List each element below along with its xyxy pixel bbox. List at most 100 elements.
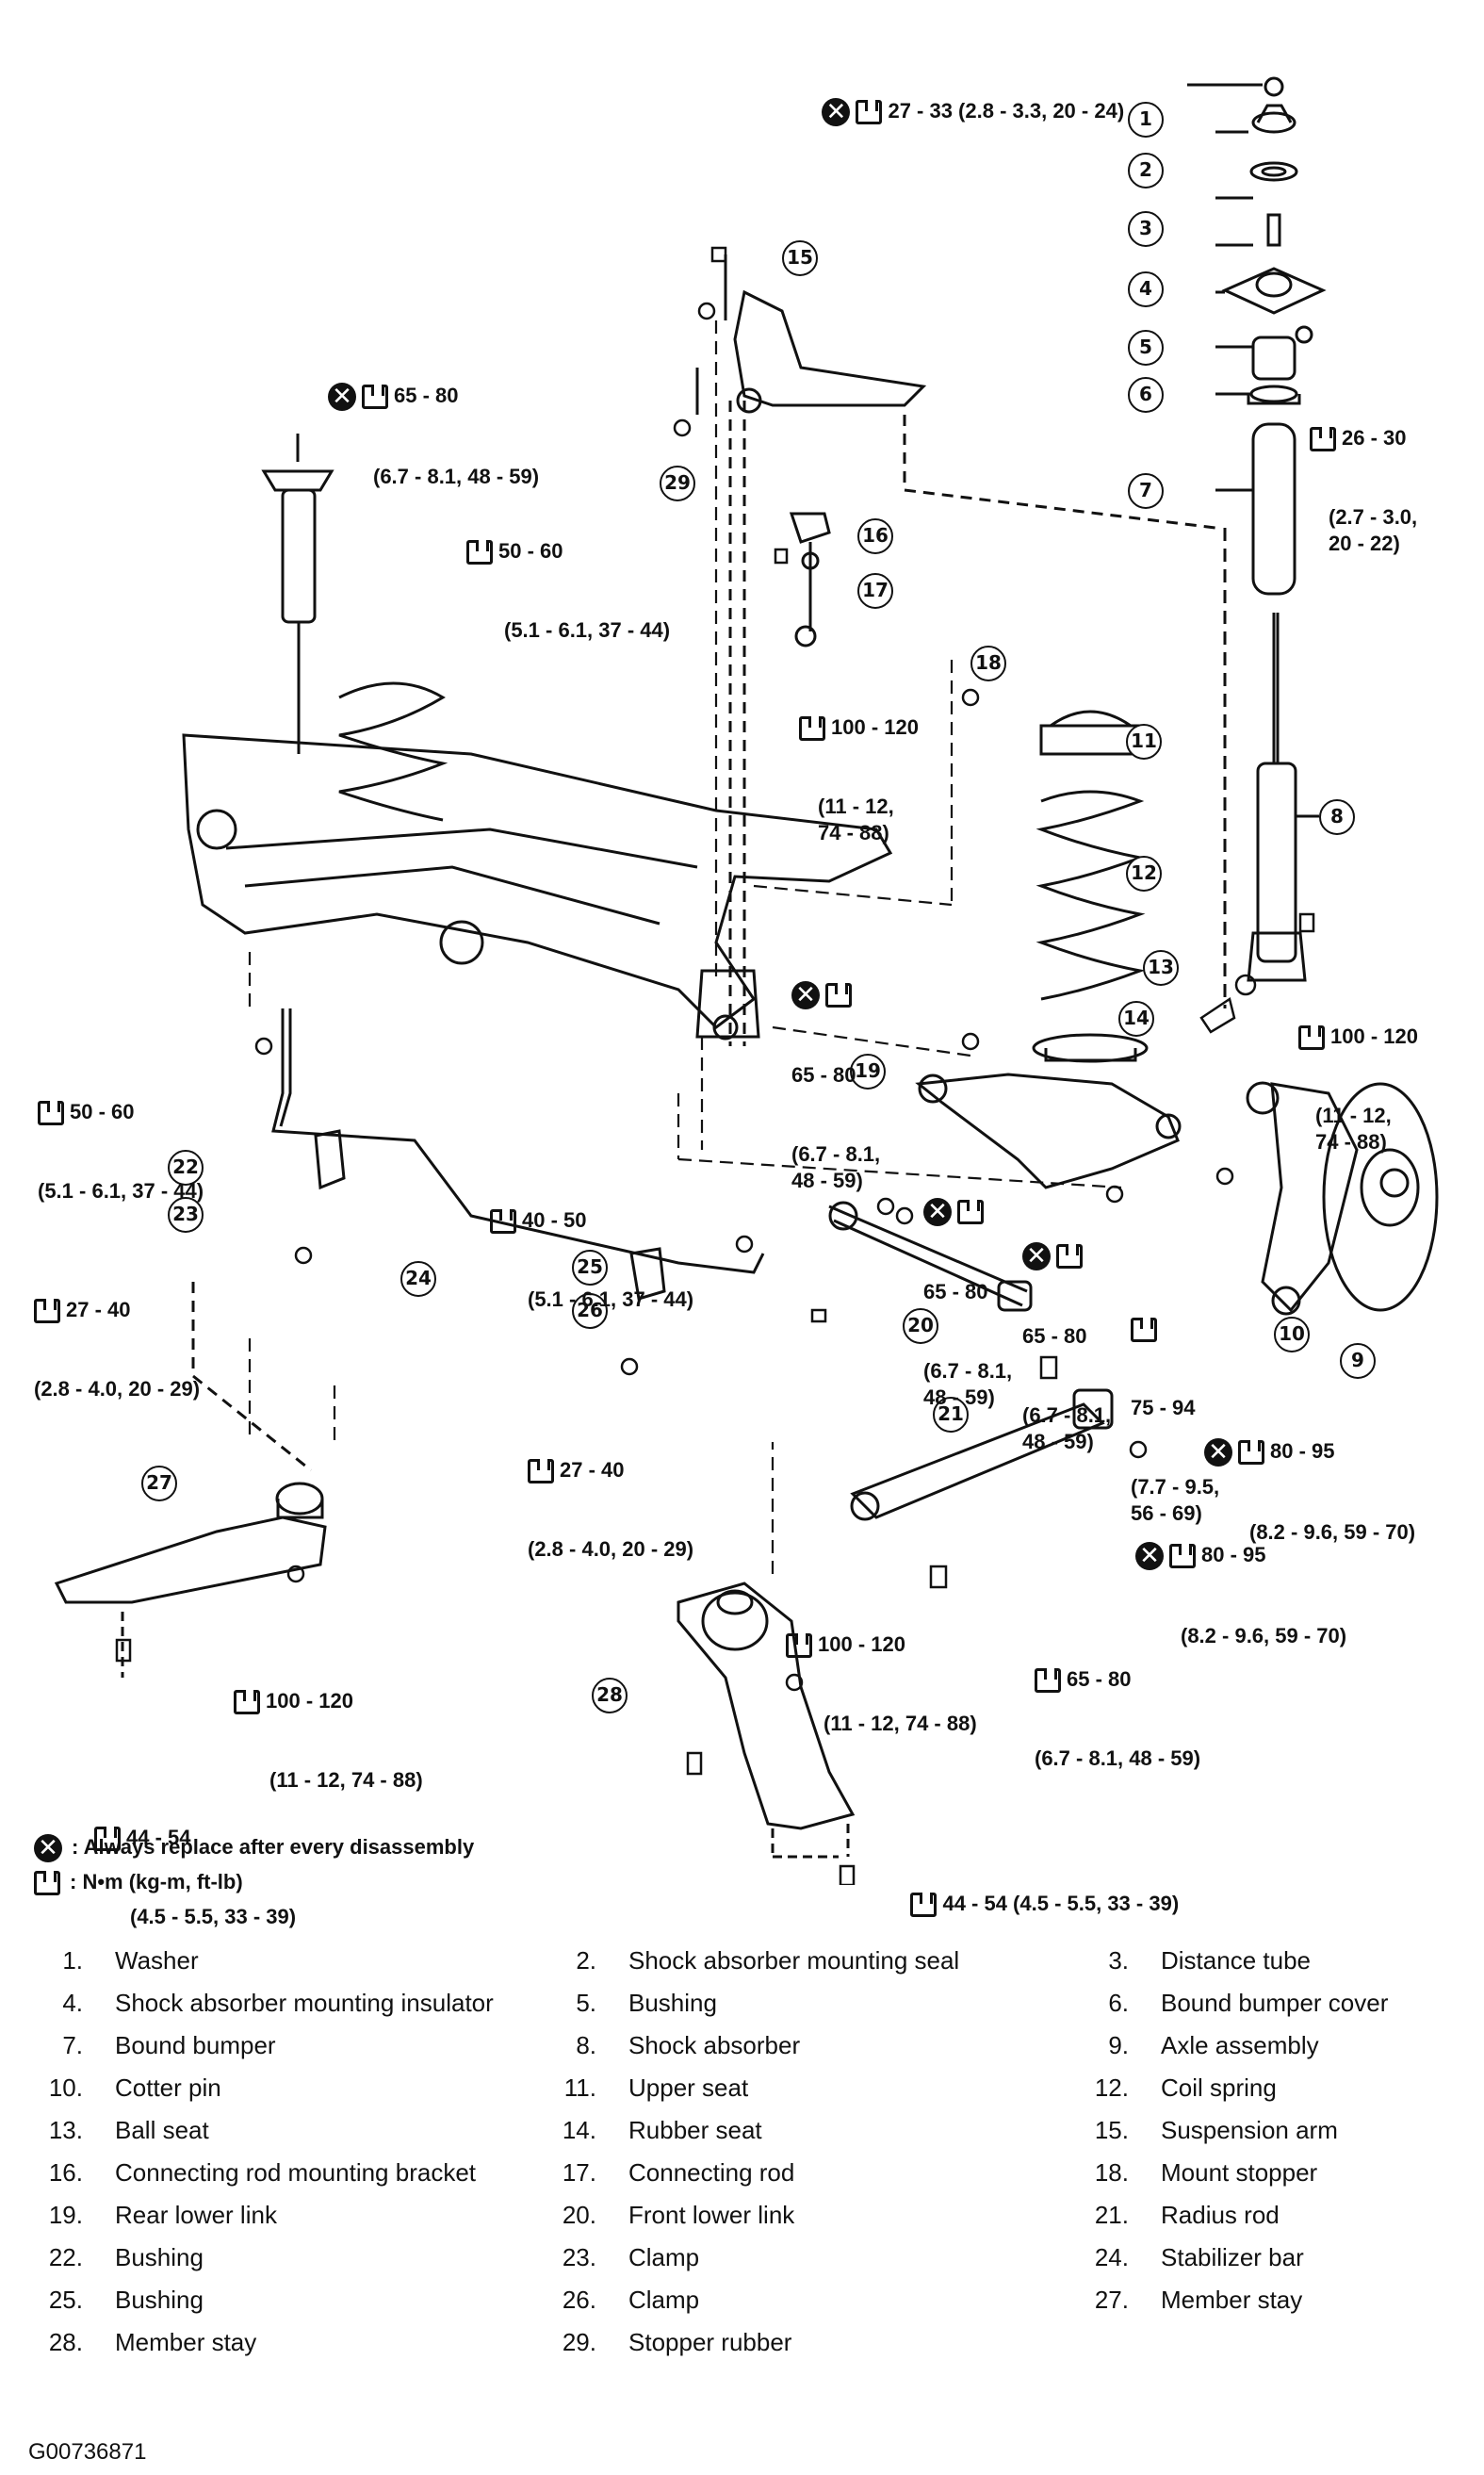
torque-value-detail: (6.7 - 8.1, 48 - 59): [791, 1142, 881, 1193]
parts-list-item: 12.Coil spring: [1074, 2073, 1277, 2103]
torque-label-mount-stopper: 100 - 120 (11 - 12, 74 - 88): [799, 662, 919, 899]
part-name: Radius rod: [1161, 2201, 1280, 2229]
part-name: Clamp: [628, 2286, 700, 2314]
torque-value: 65 - 80: [1022, 1324, 1087, 1349]
torque-label-strut-mount: 26 - 30 (2.7 - 3.0, 20 - 22): [1310, 372, 1417, 610]
axle-assembly-drawing: [1246, 1081, 1439, 1316]
part-name: Axle assembly: [1161, 2031, 1319, 2059]
part-name: Clamp: [628, 2243, 700, 2271]
torque-value-detail: (11 - 12, 74 - 88): [269, 1768, 423, 1793]
parts-list-item: 18. Mount stopper: [1074, 2158, 1317, 2188]
torque-value: 27 - 40: [560, 1458, 625, 1482]
part-name: Washer: [115, 1946, 199, 1975]
part-number: 18.: [1094, 2158, 1129, 2187]
replace-icon: ✕: [1204, 1438, 1232, 1467]
part-number: 15.: [1094, 2116, 1129, 2144]
torque-value-detail: (4.5 - 5.5, 33 - 39): [130, 1905, 297, 1929]
torque-value: 50 - 60: [70, 1100, 135, 1123]
part-name: Bound bumper cover: [1161, 1989, 1389, 2017]
torque-wrench-icon: [1131, 1318, 1157, 1343]
part-number: 2.: [576, 1946, 596, 1975]
torque-wrench-icon: [38, 1101, 64, 1126]
callout-9: 9: [1340, 1343, 1376, 1379]
subframe: [182, 733, 893, 1041]
parts-list-item: 19.Rear lower link: [28, 2201, 277, 2230]
part-name: Rubber seat: [628, 2116, 762, 2144]
part-number: 3.: [1108, 1946, 1129, 1975]
part-name: Front lower link: [628, 2201, 795, 2229]
torque-value: 80 - 95: [1201, 1543, 1266, 1566]
torque-value-detail: (5.1 - 6.1, 37 - 44): [38, 1179, 204, 1204]
member-stay-28-drawing: [677, 1582, 856, 1859]
torque-label-strut-top: ✕27 - 33 (2.8 - 3.3, 20 - 24): [799, 72, 1124, 153]
callout-22: 22: [168, 1150, 204, 1186]
torque-label-radius-rod-bracket: ✕80 - 95 (8.2 - 9.6, 59 - 70): [1135, 1489, 1346, 1702]
torque-value-detail: (6.7 - 8.1, 48 - 59): [1035, 1746, 1201, 1771]
torque-value-detail: (11 - 12, 74 - 88): [1315, 1104, 1392, 1155]
part-name: Connecting rod: [628, 2158, 795, 2187]
part-number: 28.: [48, 2328, 83, 2356]
torque-value-detail: (11 - 12, 74 - 88): [824, 1712, 977, 1736]
torque-value: 40 - 50: [522, 1208, 587, 1232]
diagram-drawing: [54, 76, 1439, 1885]
parts-list-item: 7.Bound bumper: [28, 2031, 275, 2060]
part-number: 19.: [48, 2201, 83, 2229]
part-name: Bushing: [115, 2243, 204, 2271]
torque-value-detail: (2.7 - 3.0, 20 - 22): [1329, 505, 1418, 556]
part-number: 25.: [48, 2286, 83, 2314]
torque-wrench-icon: [466, 540, 493, 565]
callout-3: 3: [1128, 211, 1164, 247]
torque-value-detail: (5.1 - 6.1, 37 - 44): [504, 618, 671, 643]
replace-icon: ✕: [328, 383, 356, 412]
parts-list-item: 13.Ball seat: [28, 2116, 209, 2145]
callout-15: 15: [782, 240, 818, 276]
callout-4: 4: [1128, 271, 1164, 307]
parts-list-item: 22. Bushing: [28, 2243, 204, 2272]
parts-list-item: 29.Stopper rubber: [542, 2328, 792, 2357]
torque-wrench-icon: [799, 716, 825, 742]
torque-wrench-icon: [362, 385, 388, 410]
part-number: 11.: [563, 2073, 596, 2102]
parts-list-item: 10.Cotter pin: [28, 2073, 221, 2103]
part-name: Mount stopper: [1161, 2158, 1318, 2187]
callout-10: 10: [1274, 1317, 1310, 1352]
torque-label-stabilizer-link: 50 - 60 (5.1 - 6.1, 37 - 44): [38, 1046, 204, 1257]
callout-20: 20: [903, 1308, 938, 1344]
torque-wrench-icon: [1310, 427, 1336, 452]
radius-rod-drawing: [850, 1388, 1114, 1521]
torque-value-detail: (2.8 - 4.0, 20 - 29): [34, 1377, 201, 1401]
torque-label-bracket: 50 - 60 (5.1 - 6.1, 37 - 44): [466, 485, 670, 697]
torque-wrench-icon: [528, 1459, 554, 1484]
replace-icon: ✕: [1135, 1542, 1164, 1571]
figure-id: G00736871: [28, 2439, 147, 2465]
parts-list-item: 2.Shock absorber mounting seal: [542, 1946, 959, 1975]
suspension-arm-drawing: [695, 254, 1216, 1046]
torque-wrench-icon: [1035, 1668, 1061, 1694]
callout-5: 5: [1128, 330, 1164, 366]
torque-label-clamp-left: 27 - 40 (2.8 - 4.0, 20 - 29): [34, 1244, 200, 1455]
part-number: 10.: [48, 2073, 83, 2102]
part-number: 24.: [1094, 2243, 1129, 2271]
torque-value: 100 - 120: [266, 1689, 353, 1713]
part-name: Shock absorber: [628, 2031, 801, 2059]
left-shock: [261, 434, 448, 822]
torque-label-shock-lower: 100 - 120 (11 - 12, 74 - 88): [1298, 971, 1418, 1208]
torque-wrench-icon: [786, 1633, 812, 1659]
torque-label-subframe-right: ✕ 65 - 80 (6.7 - 8.1, 48 - 59): [791, 928, 880, 1247]
torque-value-detail: (6.7 - 8.1, 48 - 59): [923, 1359, 1013, 1410]
callout-11: 11: [1126, 724, 1162, 760]
torque-label-front-link-inner: ✕ 65 - 80 (6.7 - 8.1, 48 - 59): [923, 1145, 1012, 1464]
torque-value: 65 - 80: [1067, 1667, 1132, 1691]
callout-21: 21: [933, 1397, 969, 1433]
part-number: 22.: [48, 2243, 83, 2271]
torque-label-front-link-outer: ✕ 65 - 80 (6.7 - 8.1, 48 - 59): [1022, 1189, 1111, 1508]
front-lower-link-drawing: [828, 1201, 1033, 1312]
callout-26: 26: [572, 1293, 608, 1329]
callout-17: 17: [857, 573, 893, 609]
part-number: 27.: [1094, 2286, 1129, 2314]
part-number: 4.: [62, 1989, 83, 2017]
strut-stack: [1187, 76, 1327, 1008]
part-number: 14.: [562, 2116, 596, 2144]
part-name: Member stay: [1161, 2286, 1303, 2314]
torque-value: 75 - 94: [1131, 1396, 1196, 1420]
